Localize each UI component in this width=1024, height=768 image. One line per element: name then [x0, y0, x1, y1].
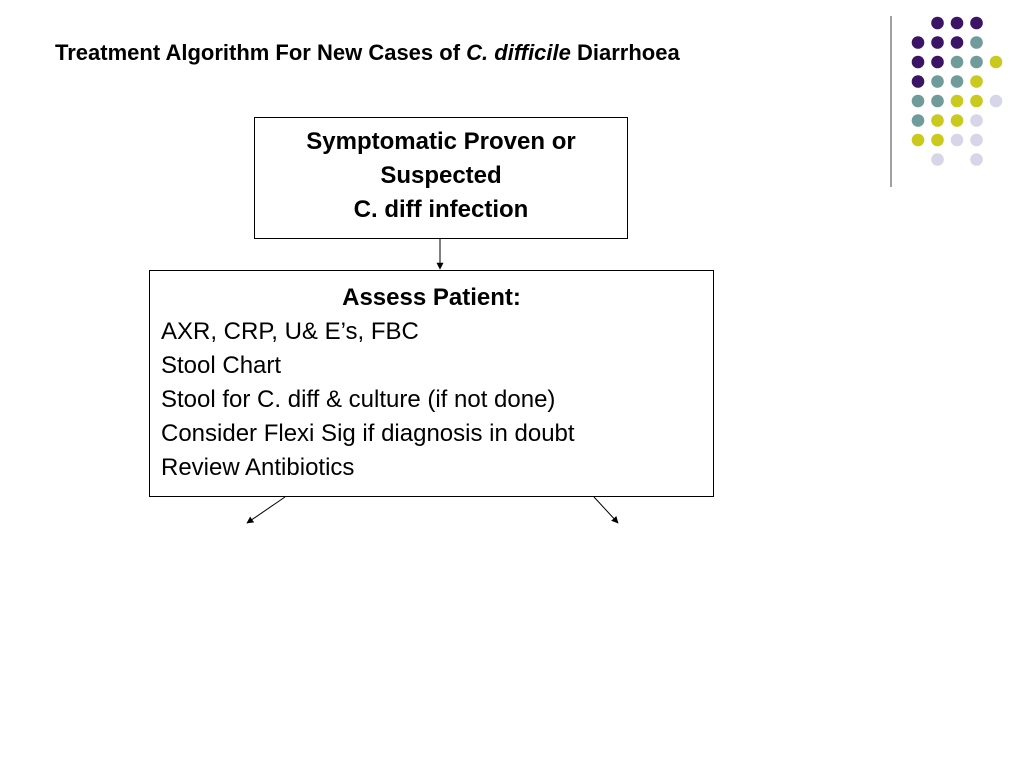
decor-dot — [911, 55, 925, 69]
decor-dot — [931, 55, 944, 69]
decor-dot — [970, 114, 983, 127]
page-title: Treatment Algorithm For New Cases of C. … — [55, 38, 680, 68]
decor-dot — [950, 16, 964, 30]
assess-item: Stool Chart — [161, 352, 282, 379]
assess-heading: Assess Patient: — [342, 284, 521, 311]
decor-dot — [989, 55, 1003, 69]
dot-grid-decoration — [911, 16, 1003, 166]
decor-dot — [931, 16, 944, 30]
decor-dot — [931, 133, 944, 147]
decor-dot — [911, 94, 925, 108]
decor-dot — [970, 36, 983, 49]
arrow-assess-to-left — [246, 496, 286, 524]
symptomatic-line-2: Suspected — [380, 162, 502, 189]
decor-dot — [950, 55, 964, 69]
assess-patient-box: Assess Patient: AXR, CRP, U& E’s, FBC St… — [149, 270, 714, 497]
symptomatic-line-3: C. diff infection — [353, 196, 529, 223]
title-part-2: Diarrhoea — [570, 40, 680, 65]
symptomatic-line-1: Symptomatic Proven or — [306, 128, 576, 155]
decor-dot — [970, 75, 983, 88]
assess-item: Consider Flexi Sig if diagnosis in doubt — [161, 420, 575, 447]
decor-dot — [931, 94, 944, 108]
decor-dot — [931, 153, 944, 166]
decor-dot — [950, 94, 964, 108]
title-italic-organism: C. difficile — [466, 40, 571, 65]
assess-item: Stool for C. diff & culture (if not done… — [161, 386, 556, 413]
title-part-1: Treatment Algorithm For New Cases of — [55, 40, 467, 65]
assess-item: AXR, CRP, U& E’s, FBC — [161, 318, 419, 345]
decor-dot — [911, 114, 925, 127]
decor-dot — [950, 114, 964, 127]
decor-dot — [931, 114, 944, 127]
decor-dot — [931, 75, 944, 88]
decor-dot — [970, 94, 983, 108]
decor-dot — [950, 36, 964, 49]
decor-dot — [989, 94, 1003, 108]
arrow-assess-to-right — [593, 496, 619, 524]
decor-dot — [970, 55, 983, 69]
decor-dot — [931, 36, 944, 49]
decor-dot — [950, 75, 964, 88]
decor-dot — [950, 133, 964, 147]
decor-dot — [911, 36, 925, 49]
decor-dot — [911, 75, 925, 88]
decor-dot — [911, 133, 925, 147]
decor-dot — [970, 153, 983, 166]
assess-item: Review Antibiotics — [161, 454, 355, 481]
symptomatic-box: Symptomatic Proven or Suspected C. diff … — [254, 117, 628, 239]
decor-dot — [970, 16, 983, 30]
decor-dot — [970, 133, 983, 147]
